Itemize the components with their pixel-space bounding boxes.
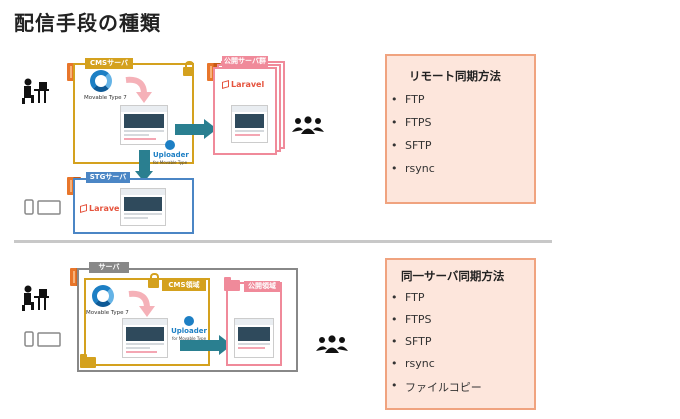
page-title: 配信手段の種類 bbox=[14, 11, 161, 35]
folder-icon bbox=[80, 354, 96, 368]
movabletype-logo-icon bbox=[92, 285, 114, 307]
list-item: rsync bbox=[391, 162, 435, 175]
uploader-logo: Uploader for Movable Type bbox=[171, 316, 207, 343]
movabletype-label: Movable Type 7 bbox=[86, 310, 129, 316]
remote-sync-panel: リモート同期方法 FTP FTPS SFTP rsync bbox=[385, 54, 536, 204]
site-screenshot bbox=[234, 318, 274, 358]
lock-icon bbox=[183, 61, 194, 76]
list-item: ファイルコピー bbox=[391, 379, 482, 395]
list-item: FTP bbox=[391, 93, 424, 106]
server-label: サーバ bbox=[89, 262, 129, 273]
section-divider bbox=[14, 240, 552, 243]
uploader-label: Uploader bbox=[171, 327, 207, 335]
same-server-sync-panel: 同一サーバ同期方法 FTP FTPS SFTP rsync ファイルコピー bbox=[385, 258, 536, 410]
uploader-sub-label: for Movable Type bbox=[171, 336, 207, 341]
user-group-icon bbox=[316, 335, 348, 353]
uploader-sub-label: for Movable Type bbox=[153, 160, 188, 165]
laravel-label: Laravel bbox=[89, 204, 123, 213]
uploader-label: Uploader bbox=[153, 151, 189, 159]
laravel-icon bbox=[222, 80, 229, 89]
list-item: SFTP bbox=[391, 139, 432, 152]
uploader-logo: Uploader for Movable Type bbox=[153, 140, 189, 167]
remote-sync-title: リモート同期方法 bbox=[409, 69, 501, 83]
laravel-logo: Laravel bbox=[222, 80, 264, 89]
list-item: FTP bbox=[391, 291, 424, 304]
site-screenshot bbox=[231, 105, 268, 143]
movabletype-logo-icon bbox=[90, 70, 112, 92]
devices-icon bbox=[24, 331, 62, 347]
site-screenshot bbox=[120, 188, 166, 226]
devices-icon bbox=[24, 199, 62, 215]
same-server-sync-title: 同一サーバ同期方法 bbox=[401, 269, 505, 283]
arrow-right bbox=[180, 340, 220, 351]
arrow-down bbox=[139, 150, 150, 172]
laravel-logo: Laravel bbox=[80, 204, 122, 213]
cms-server-label: CMSサーバ bbox=[85, 58, 133, 69]
public-server-label: 公開サーバ群 bbox=[222, 56, 268, 67]
public-area-label: 公開領域 bbox=[244, 281, 280, 292]
curved-arrow-icon bbox=[127, 290, 155, 322]
lock-icon bbox=[148, 273, 159, 288]
laravel-label: Laravel bbox=[231, 80, 265, 89]
user-group-icon bbox=[292, 116, 324, 134]
laravel-icon bbox=[80, 204, 87, 213]
uploader-icon bbox=[165, 140, 175, 150]
uploader-icon bbox=[184, 316, 194, 326]
arrow-down-head bbox=[135, 171, 153, 182]
person-at-desk-icon bbox=[22, 78, 50, 104]
site-screenshot bbox=[122, 318, 168, 358]
arrow-right bbox=[175, 124, 205, 135]
list-item: SFTP bbox=[391, 335, 432, 348]
list-item: FTPS bbox=[391, 116, 432, 129]
cms-area-label: CMS領域 bbox=[162, 280, 206, 291]
person-at-desk-icon bbox=[22, 285, 50, 311]
site-screenshot bbox=[120, 105, 168, 145]
list-item: FTPS bbox=[391, 313, 432, 326]
list-item: rsync bbox=[391, 357, 435, 370]
folder-icon bbox=[224, 277, 240, 291]
curved-arrow-icon bbox=[124, 76, 152, 108]
stg-server-label: STGサーバ bbox=[86, 172, 130, 183]
movabletype-label: Movable Type 7 bbox=[84, 95, 127, 101]
